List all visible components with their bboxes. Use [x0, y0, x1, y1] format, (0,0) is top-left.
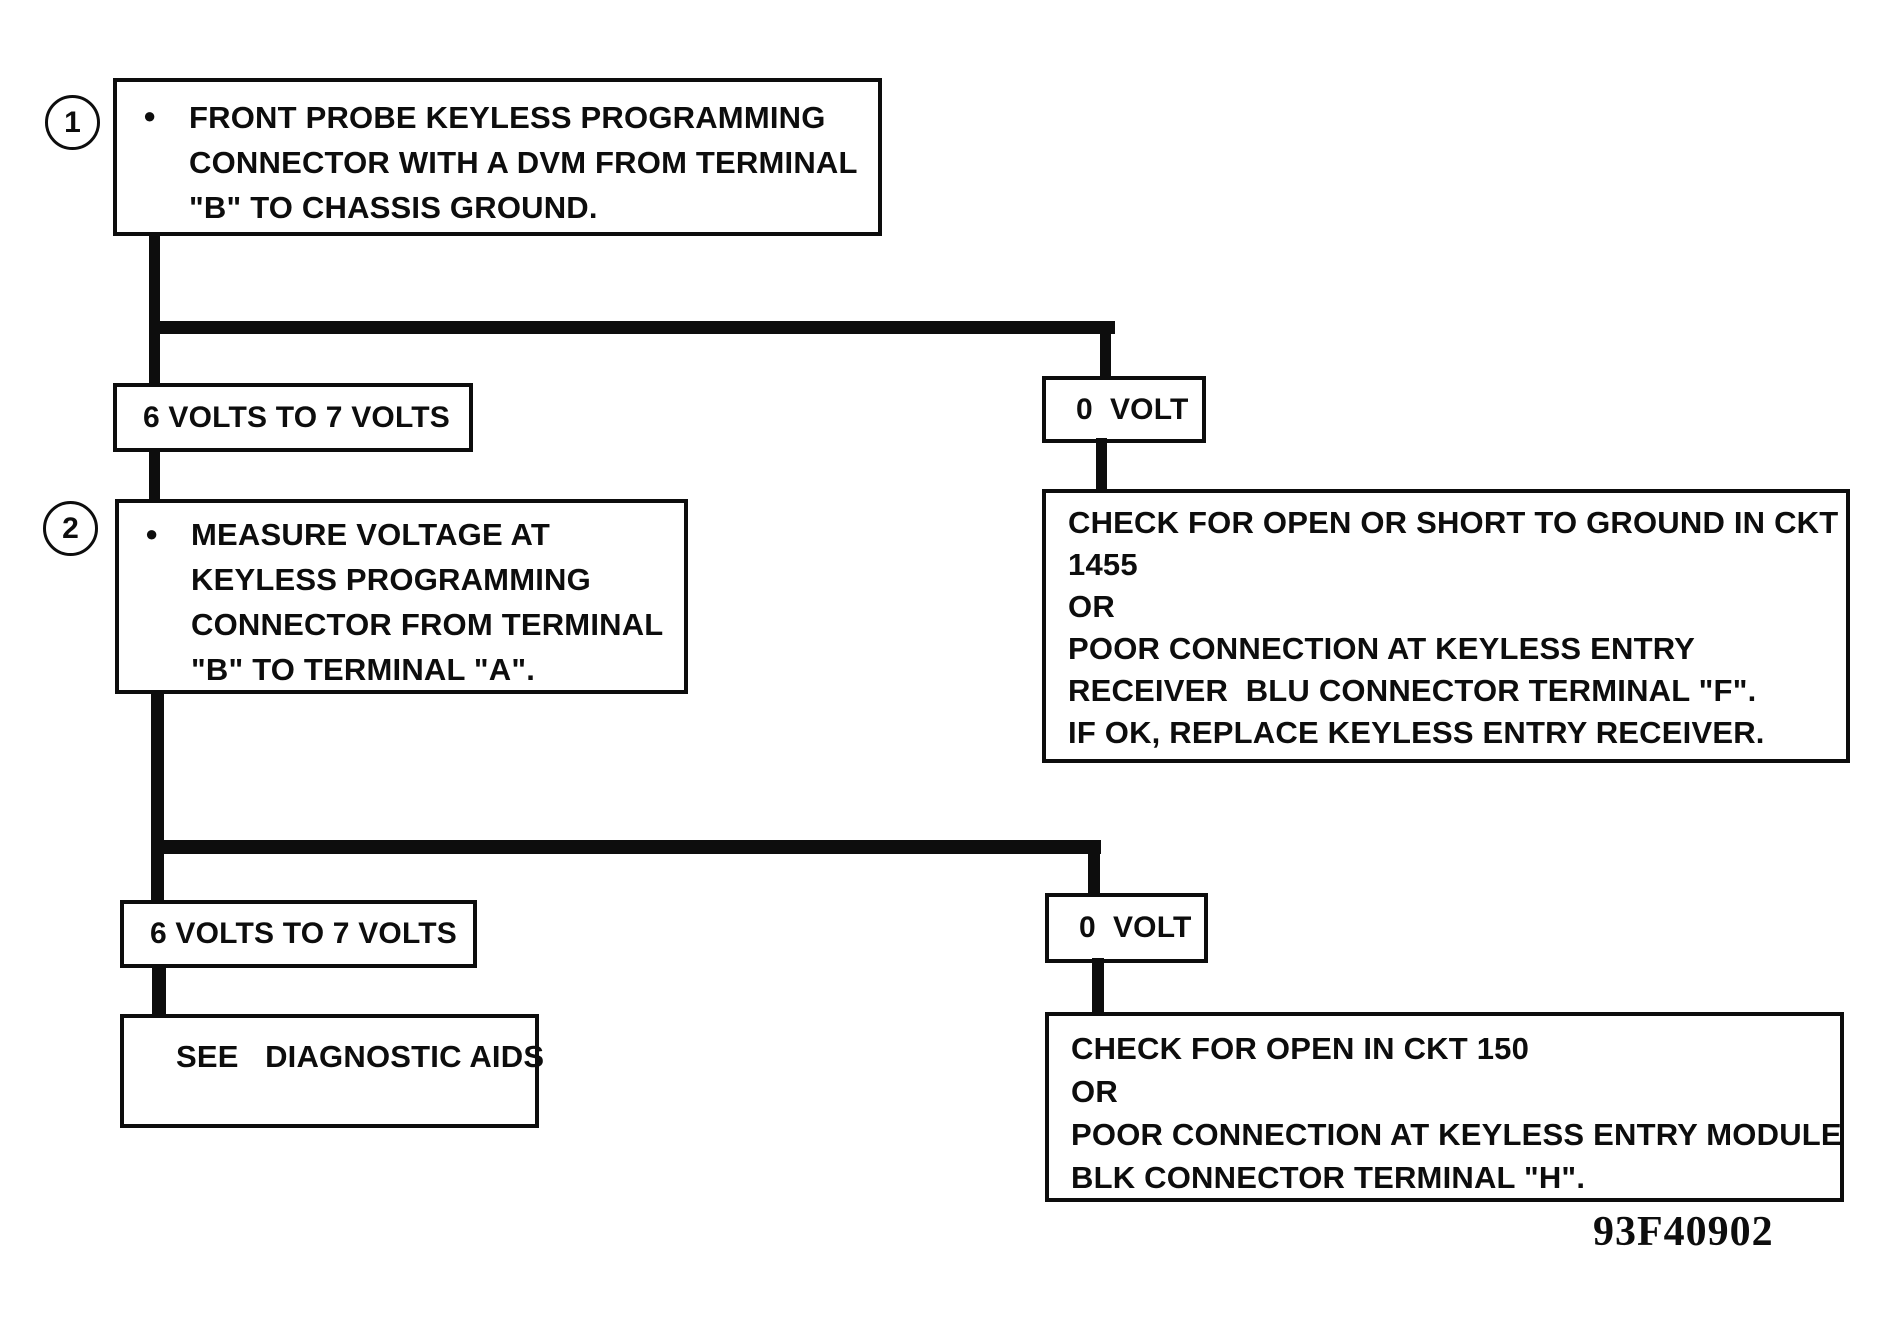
branch1-right-label: 0 VOLT — [1076, 392, 1189, 426]
connector-0v2-to-result2 — [1092, 958, 1104, 1016]
branch2-right-label-box: 0 VOLT — [1045, 893, 1208, 963]
connector-branch2-horizontal — [151, 840, 1101, 854]
diagnostic-aids-label: SEE DIAGNOSTIC AIDS — [176, 1039, 545, 1074]
connector-branch1-left-drop — [149, 334, 160, 389]
step1-line: CONNECTOR WITH A DVM FROM TERMINAL — [189, 145, 858, 180]
step-number-2: 2 — [62, 511, 79, 545]
connector-6v1-to-step2 — [149, 448, 160, 504]
branch2-right-label: 0 VOLT — [1079, 911, 1192, 944]
connector-branch1-right-drop — [1100, 334, 1111, 383]
step2-text: MEASURE VOLTAGE AT KEYLESS PROGRAMMING C… — [191, 512, 676, 692]
result-line: 1455 — [1068, 547, 1138, 582]
result-line: CHECK FOR OPEN IN CKT 150 — [1071, 1031, 1530, 1066]
step2-box: ● MEASURE VOLTAGE AT KEYLESS PROGRAMMING… — [115, 499, 688, 694]
step1-line: "B" TO CHASSIS GROUND. — [189, 190, 598, 225]
result-line: RECEIVER BLU CONNECTOR TERMINAL "F". — [1068, 673, 1757, 708]
result-open-short-box: CHECK FOR OPEN OR SHORT TO GROUND IN CKT… — [1042, 489, 1850, 763]
branch1-right-label-box: 0 VOLT — [1042, 376, 1206, 443]
diagnostic-aids-box: SEE DIAGNOSTIC AIDS — [120, 1014, 544, 1128]
result-line: POOR CONNECTION AT KEYLESS ENTRY MODULE — [1071, 1117, 1842, 1152]
connector-6v2-to-diagnostic-aids — [152, 964, 166, 1020]
connector-step2-down — [151, 690, 164, 850]
result-line: CHECK FOR OPEN OR SHORT TO GROUND IN CKT — [1068, 505, 1839, 540]
connector-step1-down — [149, 232, 160, 328]
result-line: OR — [1068, 589, 1115, 624]
step-number-circle-1: 1 — [45, 95, 100, 150]
step-number-circle-2: 2 — [43, 501, 98, 556]
connector-branch2-right-drop — [1088, 854, 1100, 899]
figure-code: 93F40902 — [1593, 1209, 1774, 1255]
result-line: OR — [1071, 1074, 1118, 1109]
connector-branch2-left-drop — [151, 854, 164, 906]
result-line: POOR CONNECTION AT KEYLESS ENTRY — [1068, 631, 1696, 666]
result-line: BLK CONNECTOR TERMINAL "H". — [1071, 1160, 1586, 1195]
step2-line: MEASURE VOLTAGE AT — [191, 517, 550, 552]
branch2-left-label: 6 VOLTS TO 7 VOLTS — [150, 917, 457, 950]
bullet-icon: ● — [145, 521, 159, 546]
branch2-left-label-box: 6 VOLTS TO 7 VOLTS — [120, 900, 477, 968]
connector-branch1-horizontal — [149, 321, 1115, 334]
step2-line: KEYLESS PROGRAMMING — [191, 562, 591, 597]
step1-box: ● FRONT PROBE KEYLESS PROGRAMMING CONNEC… — [113, 78, 882, 236]
step2-line: CONNECTOR FROM TERMINAL — [191, 607, 664, 642]
result-open-150-text: CHECK FOR OPEN IN CKT 150 OR POOR CONNEC… — [1071, 1027, 1842, 1199]
branch1-left-label-box: 6 VOLTS TO 7 VOLTS — [113, 383, 473, 452]
result-open-short-text: CHECK FOR OPEN OR SHORT TO GROUND IN CKT… — [1068, 502, 1838, 754]
result-line: IF OK, REPLACE KEYLESS ENTRY RECEIVER. — [1068, 715, 1765, 750]
step1-line: FRONT PROBE KEYLESS PROGRAMMING — [189, 100, 826, 135]
connector-0v1-to-result1 — [1096, 438, 1107, 494]
step2-line: "B" TO TERMINAL "A". — [191, 652, 536, 687]
result-open-150-box: CHECK FOR OPEN IN CKT 150 OR POOR CONNEC… — [1045, 1012, 1844, 1202]
branch1-left-label: 6 VOLTS TO 7 VOLTS — [143, 400, 450, 434]
bullet-icon: ● — [143, 103, 157, 128]
step-number-1: 1 — [64, 105, 81, 139]
step1-text: FRONT PROBE KEYLESS PROGRAMMING CONNECTO… — [189, 95, 870, 230]
